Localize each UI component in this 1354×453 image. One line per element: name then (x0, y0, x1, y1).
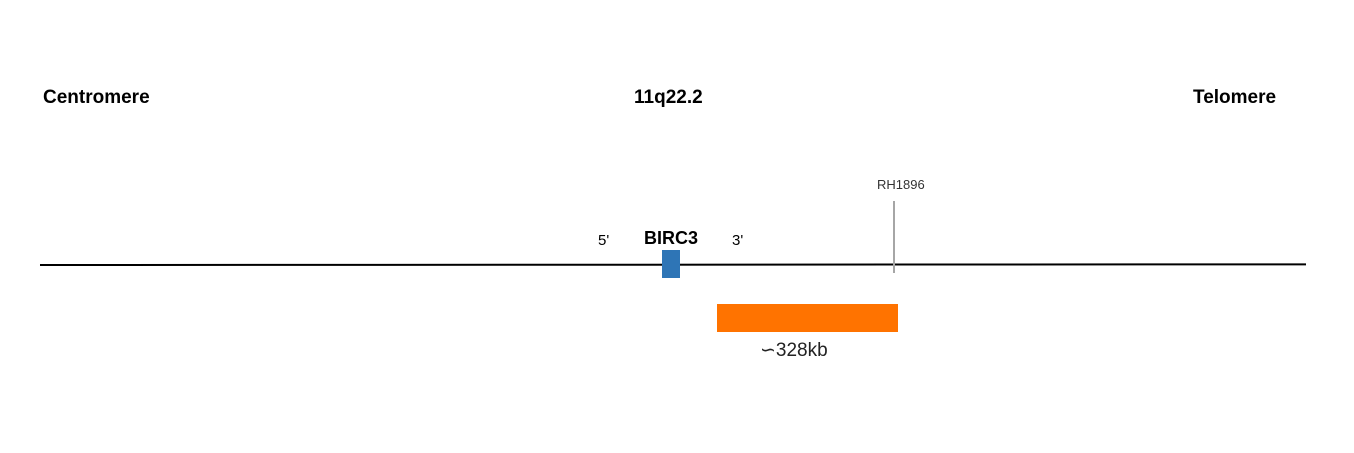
centromere-label: Centromere (43, 87, 150, 108)
gene-box (662, 250, 680, 278)
distance-label: ∽328kb (760, 340, 828, 361)
marker-line (893, 201, 895, 273)
distance-bar (717, 304, 898, 332)
three-prime-label: 3' (732, 232, 744, 249)
gene-label: BIRC3 (644, 228, 699, 248)
five-prime-label: 5' (598, 232, 610, 249)
band-label: 11q22.2 (634, 87, 703, 108)
marker-label: RH1896 (877, 177, 925, 192)
telomere-label: Telomere (1193, 87, 1277, 108)
